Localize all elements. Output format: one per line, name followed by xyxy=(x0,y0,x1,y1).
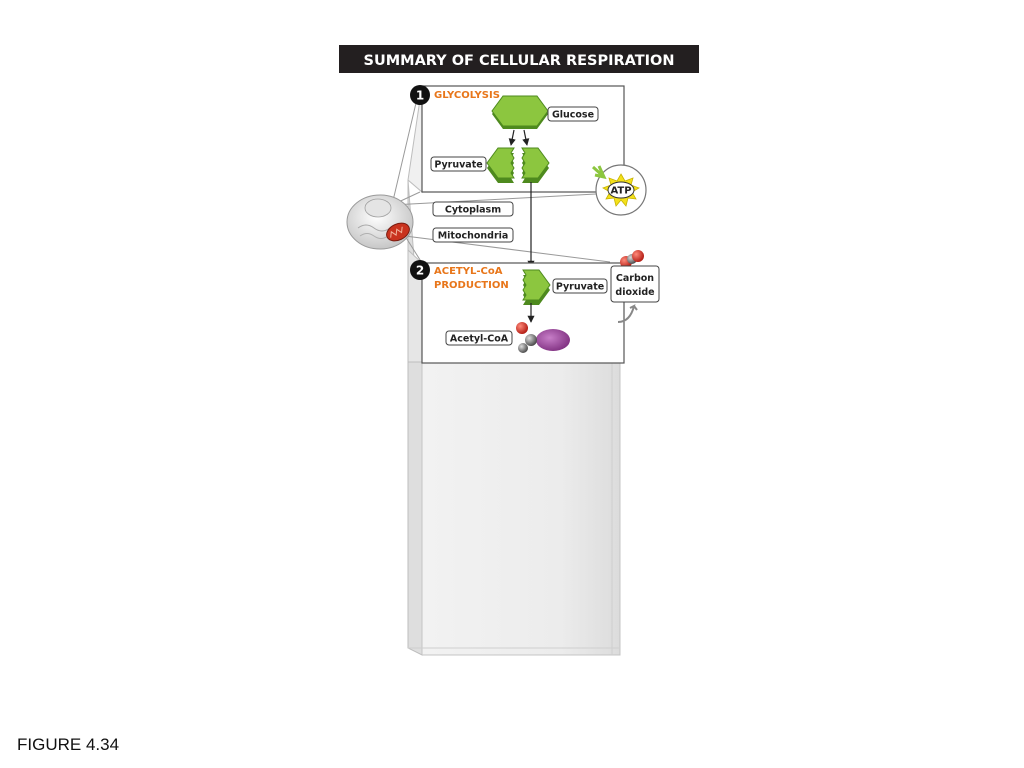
carbon-dioxide-label-line-2: dioxide xyxy=(615,287,654,298)
pyruvate-1-label: Pyruvate xyxy=(434,160,482,171)
acetyl-coa-title-line-1: ACETYL-CoA xyxy=(434,266,503,277)
projection-lines xyxy=(391,85,611,363)
carbon-dioxide-label-box xyxy=(610,265,660,303)
acetyl-coa-molecule-icon xyxy=(516,322,570,353)
step-2-badge xyxy=(410,260,430,280)
cell-icon xyxy=(346,194,414,250)
cytoplasm-label: Cytoplasm xyxy=(445,205,501,216)
pyruvate-molecule-icon xyxy=(522,269,551,305)
figure-caption: FIGURE 4.34 xyxy=(17,735,120,754)
atp-label: ATP xyxy=(610,186,631,197)
column-background xyxy=(407,179,621,656)
glucose-label: Glucose xyxy=(552,110,594,121)
arrow-glucose-to-pyruvate-right xyxy=(522,129,530,146)
curved-arrow-icon xyxy=(617,304,638,323)
arrow-glucose-to-pyruvate-left xyxy=(508,129,516,146)
glycolysis-title: GLYCOLYSIS xyxy=(434,90,500,101)
acetyl-coa-label-box xyxy=(445,330,513,346)
glucose-molecule-icon xyxy=(491,95,549,129)
acetyl-coa-title-line-2: PRODUCTION xyxy=(434,280,509,291)
carbon-dioxide-molecule-icon xyxy=(620,250,644,268)
diagram-title: SUMMARY OF CELLULAR RESPIRATION xyxy=(364,53,675,69)
mitochondria-label: Mitochondria xyxy=(438,231,509,242)
title-bar xyxy=(339,45,699,73)
pyruvate-pair-icon xyxy=(486,147,550,183)
mitochondrion-icon xyxy=(386,222,410,242)
step-1-badge xyxy=(410,85,430,105)
pyruvate-2-label-box xyxy=(552,278,608,294)
atp-starburst-icon xyxy=(591,164,647,216)
glucose-label-box xyxy=(547,106,599,122)
acetyl-coa-label: Acetyl-CoA xyxy=(450,334,509,345)
step-2-number: 2 xyxy=(416,264,424,278)
pyruvate-1-label-box xyxy=(430,156,487,172)
pyruvate-2-label: Pyruvate xyxy=(556,282,604,293)
cytoplasm-label-box xyxy=(432,201,514,217)
mitochondria-label-box xyxy=(432,227,514,243)
carbon-dioxide-label-line-1: Carbon xyxy=(616,273,654,284)
step-1-number: 1 xyxy=(416,89,424,103)
